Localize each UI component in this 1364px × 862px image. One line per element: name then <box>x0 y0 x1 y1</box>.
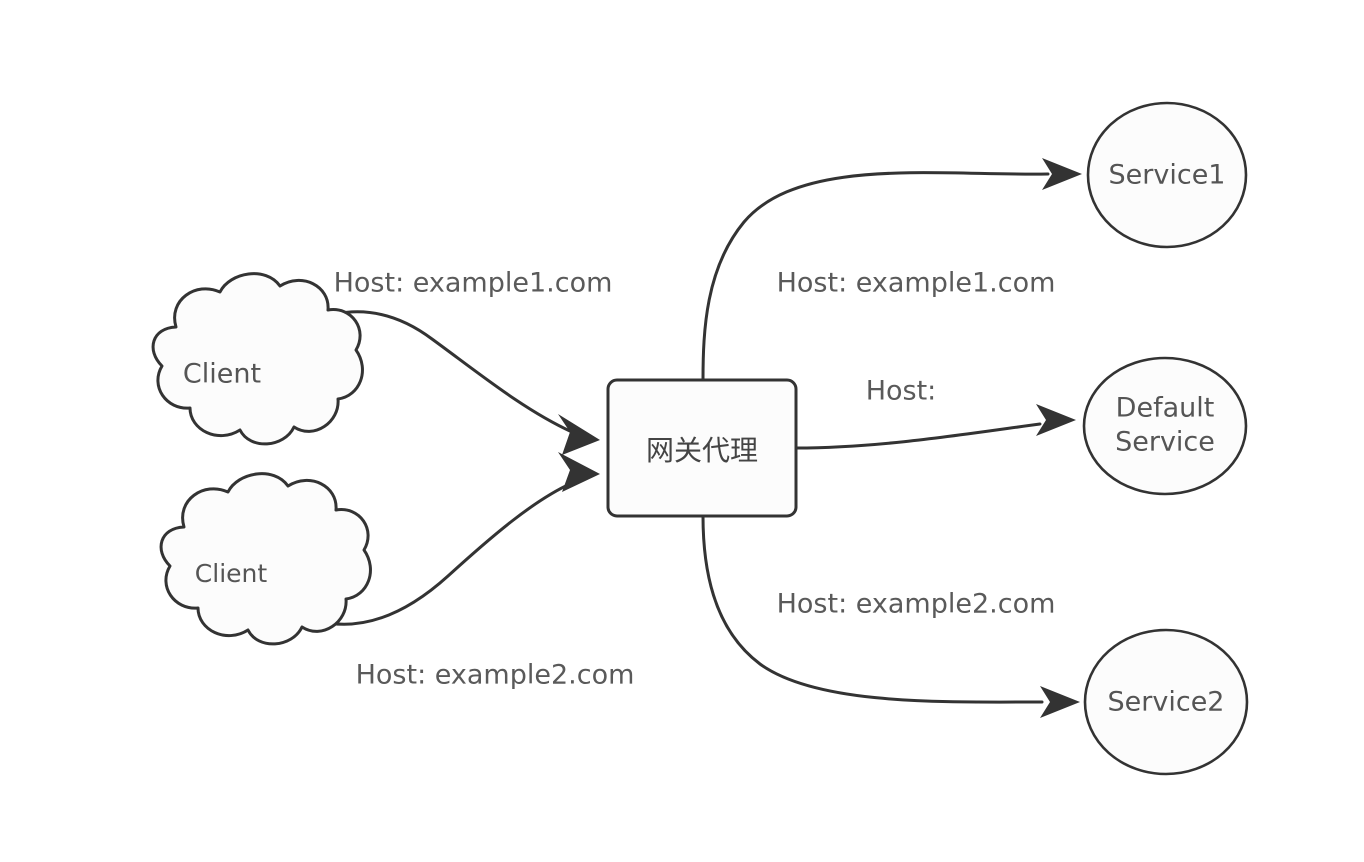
node-default-service-label-line1: Default <box>1116 393 1215 424</box>
edge-label-client1-gateway: Host: example1.com <box>334 268 613 299</box>
edge-label-gateway-service2: Host: example2.com <box>777 589 1056 620</box>
service2-ellipse-shape <box>1083 628 1249 776</box>
cloud-shape <box>151 272 364 446</box>
default-service-ellipse-shape <box>1082 356 1248 496</box>
node-gateway-label: 网关代理 <box>646 434 758 467</box>
node-service2-label: Service2 <box>1108 687 1225 718</box>
edge-label-gateway-default: Host: <box>866 376 937 407</box>
edge-gateway-default <box>794 404 1076 450</box>
edge-client1-gateway <box>310 310 600 455</box>
node-service1-label: Service1 <box>1109 160 1226 191</box>
node-client-1-label: Client <box>183 359 261 390</box>
edge-gateway-service2-path <box>701 514 1044 704</box>
edge-label-gateway-service1: Host: example1.com <box>777 268 1056 299</box>
node-default-service[interactable]: Default Service <box>1082 356 1248 496</box>
edge-gateway-service1 <box>701 158 1082 382</box>
edge-client2-gateway <box>316 452 600 626</box>
edge-client2-gateway-arrowhead <box>558 452 600 492</box>
node-client-1[interactable]: Client <box>151 272 364 446</box>
edge-client1-gateway-path <box>310 310 574 434</box>
node-service2[interactable]: Service2 <box>1083 628 1249 776</box>
node-client-2-label: Client <box>195 559 268 588</box>
edge-gateway-default-arrowhead <box>1036 404 1076 436</box>
edge-gateway-service1-path <box>701 171 1050 382</box>
service1-ellipse-shape <box>1086 101 1248 249</box>
node-service1[interactable]: Service1 <box>1086 101 1248 249</box>
cloud-shape <box>159 472 372 646</box>
edge-label-client2-gateway: Host: example2.com <box>356 660 635 691</box>
node-default-service-label-line2: Service <box>1115 427 1215 458</box>
edge-gateway-service2 <box>701 514 1080 718</box>
node-client-2[interactable]: Client <box>159 472 372 646</box>
edge-gateway-service1-arrowhead <box>1042 158 1082 190</box>
edge-client2-gateway-path <box>316 481 574 626</box>
node-gateway[interactable]: 网关代理 <box>606 378 798 518</box>
edge-gateway-default-path <box>794 422 1042 450</box>
edge-client1-gateway-arrowhead <box>558 414 600 455</box>
edge-gateway-service2-arrowhead <box>1040 686 1080 718</box>
gateway-box-shape <box>606 378 798 518</box>
